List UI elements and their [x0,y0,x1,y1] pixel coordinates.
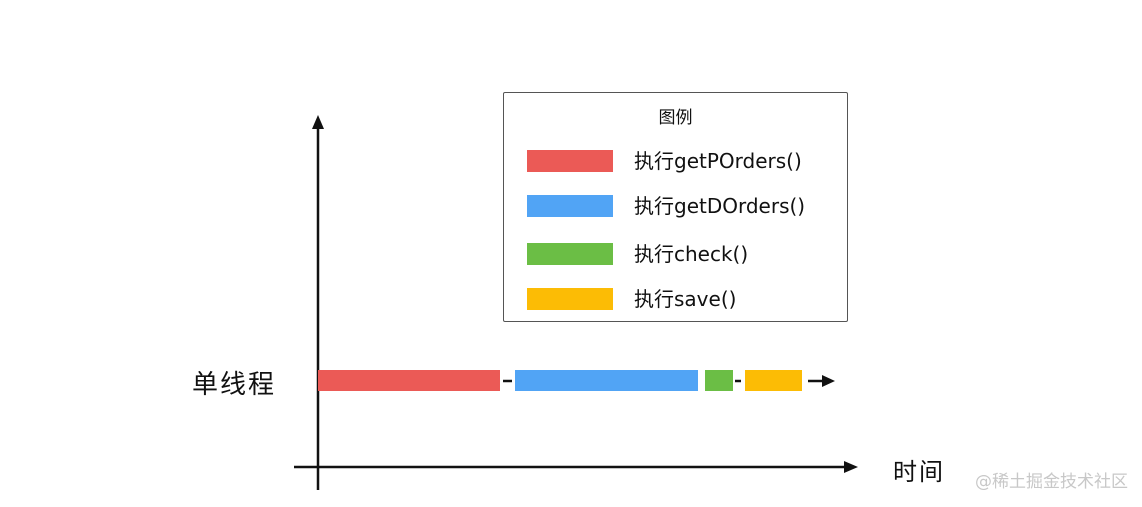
legend-swatch [527,243,613,265]
y-axis-arrow [312,115,324,129]
time-axis-label: 时间 [893,458,945,486]
legend: 图例 执行getPOrders() 执行getDOrders() 执行check… [503,92,848,322]
legend-title: 图例 [658,108,693,128]
legend-swatch [527,150,613,172]
legend-item-getdorders: 执行getDOrders() [504,193,847,219]
legend-item-save: 执行save() [504,286,847,312]
legend-label: 执行check() [634,242,749,266]
segment-check [705,370,733,391]
segment-getporders [318,370,500,391]
legend-label: 执行save() [634,287,737,311]
legend-item-getporders: 执行getPOrders() [504,148,847,174]
segment-save [745,370,802,391]
continuation-arrow [822,375,835,387]
watermark: @稀土掘金技术社区 [975,472,1128,492]
legend-item-check: 执行check() [504,241,847,267]
segment-getdorders [515,370,698,391]
legend-label: 执行getDOrders() [634,194,806,218]
legend-label: 执行getPOrders() [634,149,802,173]
legend-swatch [527,195,613,217]
thread-label: 单线程 [192,370,277,400]
x-axis-arrow [844,461,858,473]
legend-swatch [527,288,613,310]
